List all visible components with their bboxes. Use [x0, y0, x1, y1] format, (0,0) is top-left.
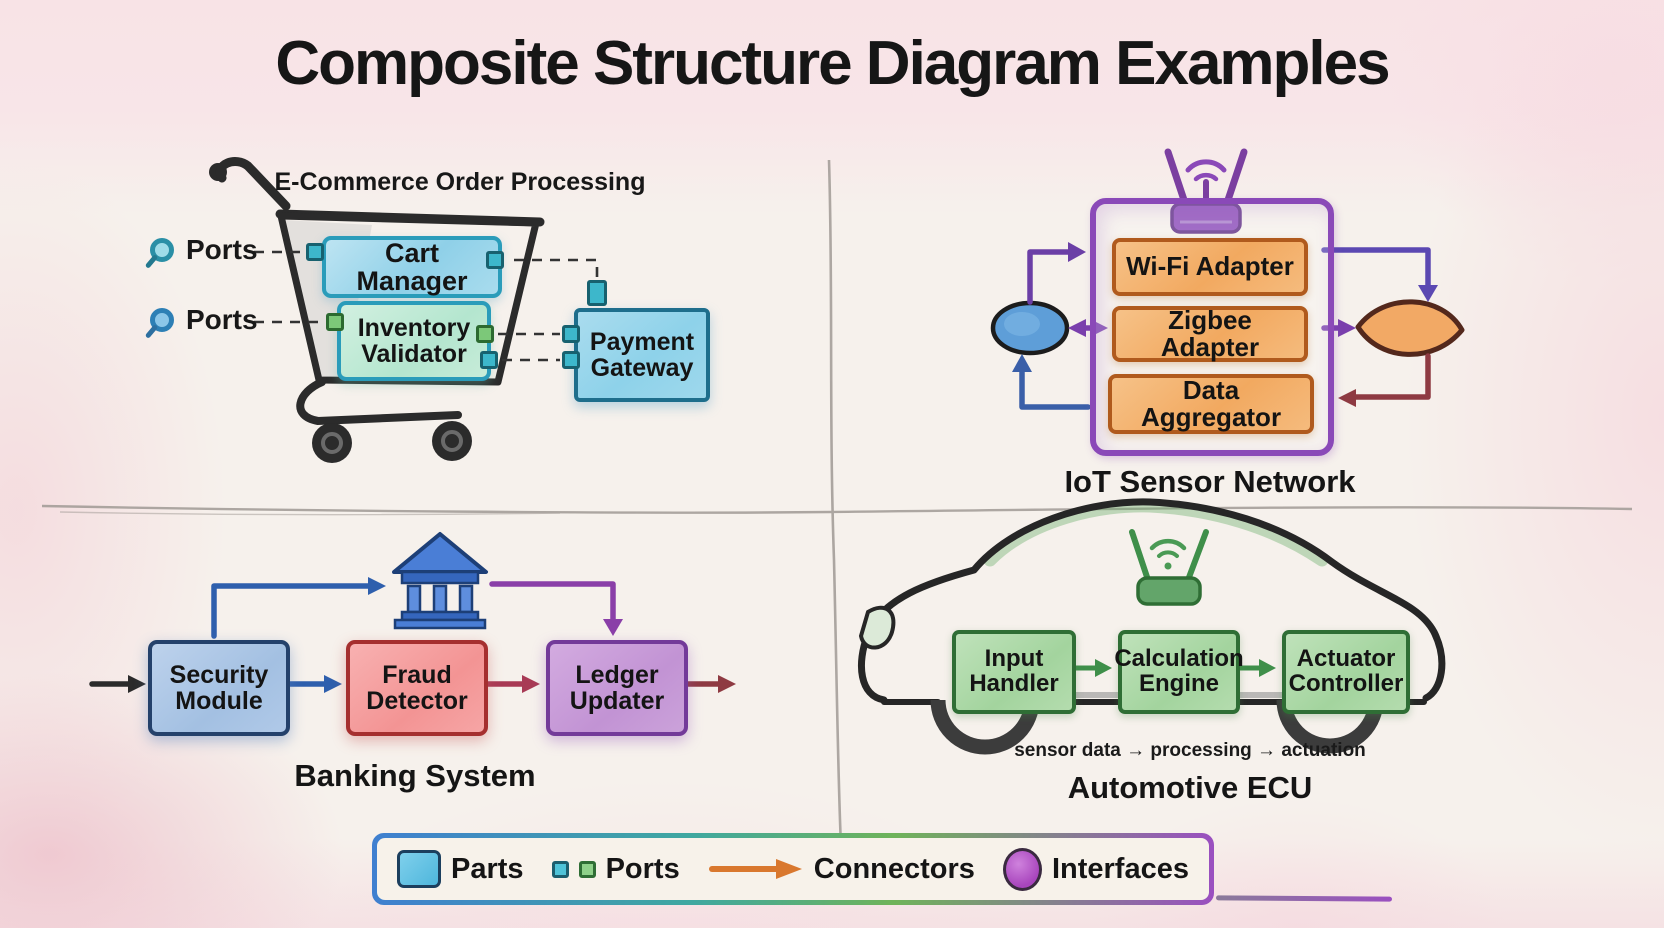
banking-caption: Banking System: [294, 758, 536, 793]
legend-item-connectors: Connectors: [708, 853, 975, 886]
part-swatch-icon: [397, 850, 441, 888]
port: [486, 251, 504, 269]
legend-label: Ports: [605, 852, 680, 885]
part-input-handler: Input Handler: [952, 630, 1076, 714]
router-icon-green: [1129, 529, 1209, 606]
port-swatch-blue-icon: [551, 860, 569, 878]
ecommerce-dashed-connectors: [254, 250, 599, 362]
part-payment-gateway: Payment Gateway: [574, 308, 710, 402]
part-zigbee-adapter: Zigbee Adapter: [1112, 306, 1308, 362]
interface-swatch-icon: [1002, 847, 1042, 891]
port: [562, 325, 580, 343]
magnifier-icon: [150, 238, 174, 262]
legend-label: Interfaces: [1051, 852, 1189, 885]
port: [306, 243, 324, 261]
magnifier-icon: [150, 308, 174, 332]
part-data-aggregator: Data Aggregator: [1108, 374, 1314, 434]
legend-item-interfaces: Interfaces: [1002, 847, 1189, 891]
part-fraud-detector: Fraud Detector: [346, 640, 488, 736]
iot-interface-ellipse: [990, 300, 1070, 356]
port: [587, 280, 607, 306]
port-swatch-green-icon: [578, 860, 596, 878]
automotive-flow-note: sensor data → processing → actuation: [1014, 740, 1366, 761]
legend-item-ports: Ports: [551, 852, 680, 886]
bank-icon: [392, 532, 488, 630]
part-actuator-controller: Actuator Controller: [1282, 630, 1410, 714]
part-inventory-validator: Inventory Validator: [337, 301, 491, 381]
iot-interface-lens: [1355, 299, 1465, 357]
iot-caption: IoT Sensor Network: [1064, 464, 1356, 499]
automotive-caption: Automotive ECU: [1067, 770, 1313, 805]
part-cart-manager: Cart Manager: [322, 236, 502, 298]
part-wifi-adapter: Wi-Fi Adapter: [1112, 238, 1308, 296]
port: [326, 313, 344, 331]
connector-arrow-icon: [708, 859, 802, 879]
port: [476, 325, 494, 343]
ports-label-bottom: Ports: [186, 304, 258, 335]
legend-bar: Parts Ports Connectors Interfaces: [372, 833, 1214, 905]
part-security-module: Security Module: [148, 640, 290, 736]
quadrant-dividers: [41, 159, 1633, 847]
banking-connectors: [89, 577, 736, 693]
port: [480, 351, 498, 369]
port: [562, 351, 580, 369]
router-icon-purple: [1164, 148, 1248, 234]
legend-label: Connectors: [813, 852, 975, 885]
legend-inner: Parts Ports Connectors Interfaces: [377, 838, 1209, 900]
ecommerce-heading: E-Commerce Order Processing: [274, 168, 646, 196]
automotive-connectors: [1071, 659, 1276, 677]
part-ledger-updater: Ledger Updater: [546, 640, 688, 736]
legend-label: Parts: [451, 852, 524, 885]
legend-item-parts: Parts: [397, 850, 524, 888]
page-title: Composite Structure Diagram Examples: [275, 29, 1390, 98]
part-calculation-engine: Calculation Engine: [1114, 630, 1244, 714]
ports-label-top: Ports: [186, 234, 258, 265]
